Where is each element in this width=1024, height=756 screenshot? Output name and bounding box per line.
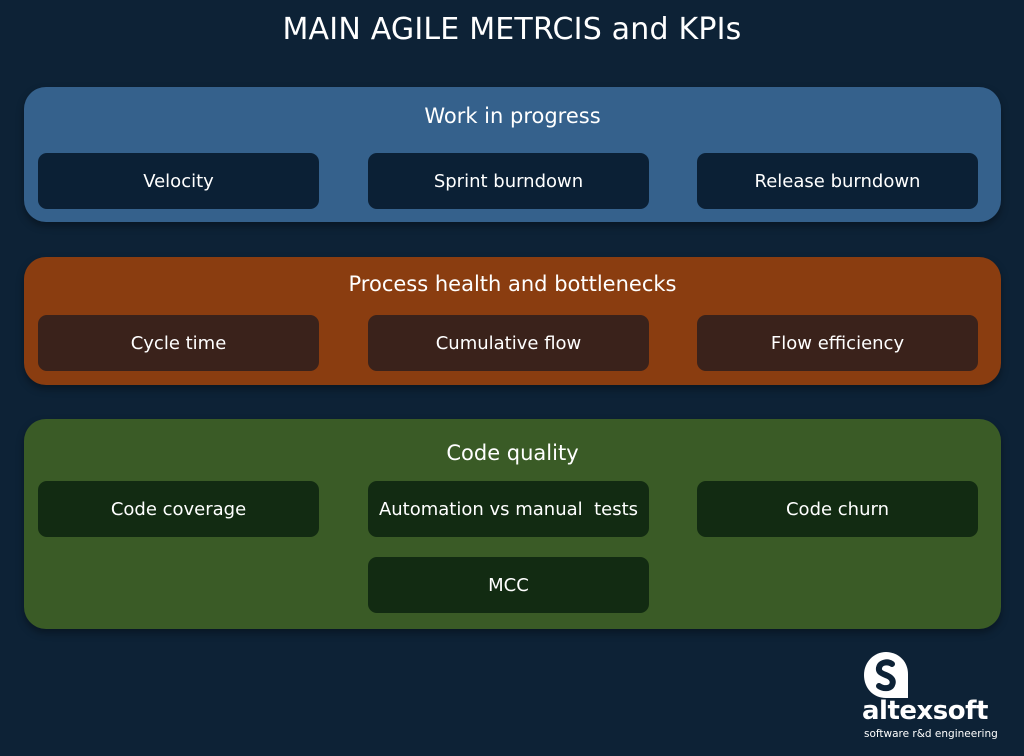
group-title: Work in progress bbox=[424, 104, 601, 128]
group-title: Process health and bottlenecks bbox=[348, 272, 677, 296]
group-work-in-progress: Work in progress Velocity Sprint burndow… bbox=[24, 87, 1001, 222]
metric-card-flow-efficiency: Flow efficiency bbox=[697, 315, 978, 371]
metric-card-release-burndown: Release burndown bbox=[697, 153, 978, 209]
metric-card-cycle-time: Cycle time bbox=[38, 315, 319, 371]
group-code-quality: Code quality Code coverage Automation vs… bbox=[24, 419, 1001, 629]
group-process-health: Process health and bottlenecks Cycle tim… bbox=[24, 257, 1001, 385]
metric-label: Release burndown bbox=[754, 170, 921, 192]
metric-card-code-coverage: Code coverage bbox=[38, 481, 319, 537]
metric-label: Cycle time bbox=[130, 332, 227, 354]
group-title: Code quality bbox=[446, 441, 579, 465]
metric-card-cumulative-flow: Cumulative flow bbox=[368, 315, 649, 371]
metric-label: Sprint burndown bbox=[433, 170, 584, 192]
page-title: MAIN AGILE METRCIS and KPIs bbox=[282, 12, 742, 47]
metric-label: Cumulative flow bbox=[435, 332, 582, 354]
metric-card-automation-vs-manual-tests: Automation vs manual tests bbox=[368, 481, 649, 537]
logo-tagline: software r&d engineering bbox=[864, 728, 998, 740]
metric-label: MCC bbox=[488, 574, 529, 596]
metric-card-mcc: MCC bbox=[368, 557, 649, 613]
logo-name: altexsoft bbox=[862, 696, 988, 726]
metric-label: Code churn bbox=[785, 498, 889, 520]
metric-card-velocity: Velocity bbox=[38, 153, 319, 209]
metric-card-code-churn: Code churn bbox=[697, 481, 978, 537]
altexsoft-logo: altexsoft software r&d engineering bbox=[862, 650, 1012, 746]
metric-label: Automation vs manual tests bbox=[378, 498, 639, 520]
altexsoft-logo-icon bbox=[864, 652, 908, 698]
metric-card-sprint-burndown: Sprint burndown bbox=[368, 153, 649, 209]
metric-label: Code coverage bbox=[110, 498, 247, 520]
metric-label: Velocity bbox=[143, 170, 214, 192]
metric-label: Flow efficiency bbox=[770, 332, 905, 354]
